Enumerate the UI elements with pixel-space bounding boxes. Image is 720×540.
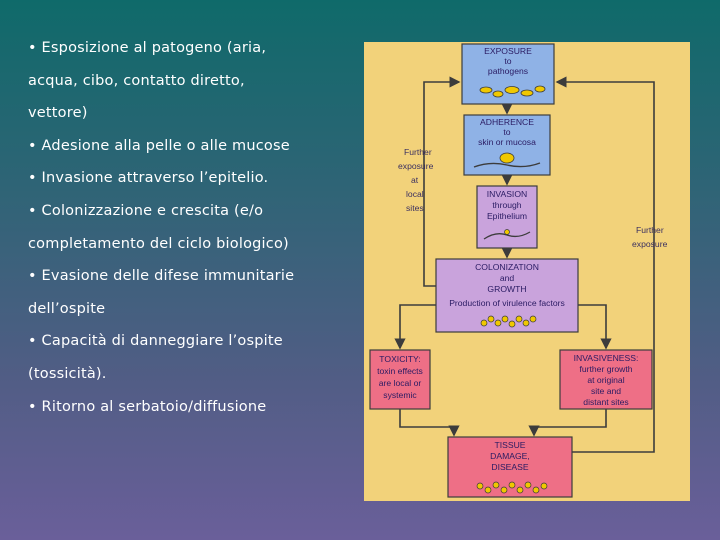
bullet-line: (tossicità). <box>28 365 107 382</box>
tissue-damage-text: DAMAGE, <box>490 451 530 461</box>
pathogenesis-diagram: EXPOSURE to pathogens ADHERENCE to skin … <box>364 42 690 501</box>
invasion-box: INVASION through Epithelium <box>476 185 538 249</box>
arrow-colonization-to-toxicity <box>394 304 436 350</box>
colonization-box: COLONIZATION and GROWTH Production of vi… <box>435 258 579 333</box>
epithelium-icon <box>483 229 531 240</box>
toxicity-text: systemic <box>383 390 417 400</box>
bullet-line: vettore) <box>28 105 88 122</box>
bullet-line: • Esposizione al patogeno (aria, <box>28 40 267 56</box>
invasiveness-text: further growth <box>579 364 632 374</box>
bacteria-cluster-icon <box>480 315 537 328</box>
exposure-text: to <box>504 56 511 66</box>
toxicity-text: toxin effects <box>377 366 423 376</box>
adherence-text: skin or mucosa <box>478 137 536 147</box>
bullet-line: acqua, cibo, contatto diretto, <box>28 72 245 89</box>
side-label-line: at <box>411 175 419 185</box>
bullet-list: • Esposizione al patogeno (aria, acqua, … <box>28 32 328 423</box>
side-label-line: exposure <box>398 161 434 171</box>
colonization-text: Production of virulence factors <box>449 298 565 308</box>
side-label-line: sites <box>406 203 424 213</box>
invasion-title: INVASION <box>487 189 527 199</box>
adherence-title: ADHERENCE <box>480 117 534 127</box>
side-label-line: Further <box>636 225 664 235</box>
adherence-text: to <box>503 127 510 137</box>
colonization-text: and <box>500 273 515 283</box>
toxicity-box: TOXICITY: toxin effects are local or sys… <box>369 349 431 410</box>
pathogen-icon <box>479 85 546 98</box>
bullet-line: • Invasione attraverso l’epitelio. <box>28 170 269 187</box>
exposure-box: EXPOSURE to pathogens <box>461 43 555 105</box>
colonization-text: GROWTH <box>487 284 526 294</box>
further-exposure-label: Further exposure <box>632 225 668 249</box>
invasiveness-box: INVASIVENESS: further growth at original… <box>559 349 653 410</box>
toxicity-text: are local or <box>379 378 422 388</box>
damaged-tissue-icon <box>476 481 548 494</box>
invasiveness-text: site and <box>591 386 621 396</box>
diagram-canvas: EXPOSURE to pathogens ADHERENCE to skin … <box>364 42 690 501</box>
invasiveness-box-frame <box>559 349 653 410</box>
bullet-line: • Colonizzazione e crescita (e/o <box>28 202 264 219</box>
bullet-line: • Capacità di danneggiare l’ospite <box>28 333 283 350</box>
tissue-damage-text: DISEASE <box>491 462 529 472</box>
arrow-further-local-exposure <box>423 76 461 287</box>
side-label-line: exposure <box>632 239 668 249</box>
arrow-further-exposure <box>555 76 655 453</box>
adhering-cell-icon <box>473 152 541 168</box>
bullet-line: • Evasione delle difese immunitarie <box>28 268 295 285</box>
colonization-title: COLONIZATION <box>475 262 539 272</box>
side-label-line: Further <box>404 147 432 157</box>
invasiveness-title: INVASIVENESS: <box>574 353 639 363</box>
further-local-exposure-label: Further exposure at local sites <box>398 147 434 213</box>
invasiveness-text: distant sites <box>583 397 628 407</box>
diagram-arrows <box>394 76 655 453</box>
toxicity-title: TOXICITY: <box>379 354 420 364</box>
bullet-line: • Ritorno al serbatoio/diffusione <box>28 398 267 415</box>
tissue-damage-box: TISSUE DAMAGE, DISEASE <box>447 436 573 498</box>
tissue-damage-title: TISSUE <box>494 440 525 450</box>
exposure-title: EXPOSURE <box>484 46 532 56</box>
invasion-text: Epithelium <box>487 211 527 221</box>
invasion-text: through <box>492 200 521 210</box>
bullet-line: dell’ospite <box>28 300 106 317</box>
bullet-line: completamento del ciclo biologico) <box>28 235 289 252</box>
invasiveness-text: at original <box>587 375 624 385</box>
arrow-toxicity-to-damage <box>399 409 460 437</box>
toxicity-box-frame <box>369 349 431 410</box>
exposure-box-frame <box>461 43 555 105</box>
side-label-line: local <box>406 189 424 199</box>
arrow-invasiveness-to-damage <box>528 409 607 437</box>
bullet-line: • Adesione alla pelle o alle mucose <box>28 137 290 154</box>
arrow-colonization-to-invasiveness <box>578 304 612 350</box>
exposure-text: pathogens <box>488 66 528 76</box>
adherence-box: ADHERENCE to skin or mucosa <box>463 114 551 176</box>
